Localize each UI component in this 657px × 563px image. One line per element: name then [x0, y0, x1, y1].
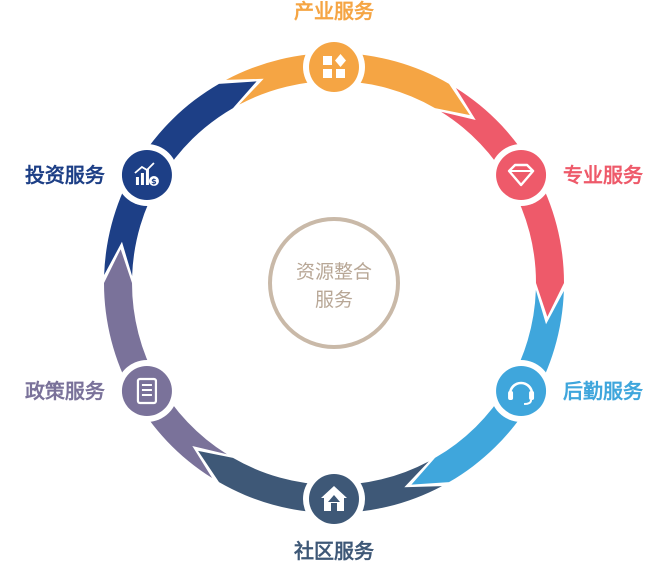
segment-node-professional	[490, 144, 553, 206]
headset-icon	[508, 381, 535, 405]
segment-label-policy: 政策服务	[25, 379, 106, 403]
center-ring	[268, 217, 400, 349]
center-label-line1: 资源整合	[296, 261, 372, 283]
node-disc	[496, 366, 547, 416]
ring-segment-industry	[226, 53, 470, 116]
segment-node-industry	[303, 36, 365, 98]
segment-label-investment: 投资服务	[25, 163, 106, 187]
node-disc	[496, 150, 547, 200]
grid-diamond-icon	[323, 54, 346, 78]
house-icon	[321, 486, 347, 511]
node-disc	[309, 42, 359, 92]
ring-segment-community	[198, 450, 442, 513]
segment-node-investment: $	[115, 144, 178, 206]
segment-label-professional: 专业服务	[563, 163, 644, 187]
document-icon	[136, 377, 158, 405]
segment-label-community: 社区服务	[293, 539, 375, 563]
chart-growth-icon: $	[134, 162, 159, 186]
center-label-line2: 服务	[315, 289, 353, 311]
segment-node-logistics	[490, 360, 553, 422]
segment-label-logistics: 后勤服务	[563, 379, 644, 403]
segment-label-industry: 产业服务	[294, 0, 375, 23]
diamond-gem-icon	[507, 163, 535, 187]
ring	[104, 53, 564, 513]
segment-node-community	[303, 468, 365, 530]
svg-text:$: $	[151, 177, 157, 186]
center-node: 资源整合 服务	[268, 217, 400, 349]
segment-node-policy	[115, 360, 178, 422]
ring-segment-policy	[104, 249, 227, 479]
ring-segment-professional	[441, 87, 564, 317]
segment-nodes: $	[115, 36, 553, 530]
